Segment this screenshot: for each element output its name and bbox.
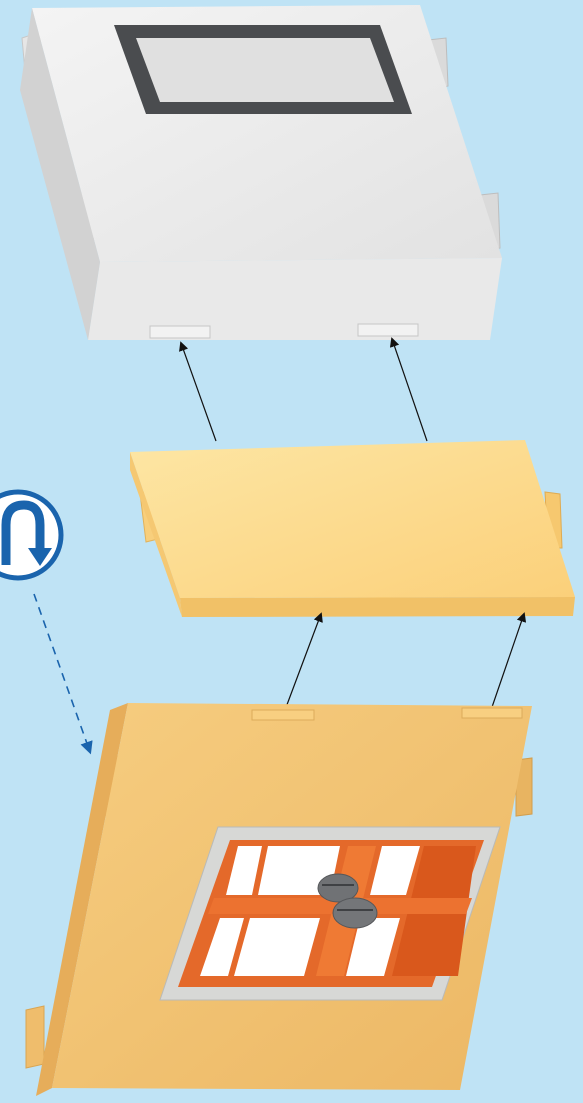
wall-panel-with-window [26, 703, 532, 1096]
wall-panel-tab-left [252, 710, 314, 720]
wall-panel-left-clip-lower [26, 1006, 44, 1068]
yellow-board-front-edge [180, 597, 575, 617]
screw-lower [333, 898, 377, 928]
yellow-middle-board [130, 440, 575, 617]
wall-panel-tab-right [462, 708, 522, 718]
rotate-dashed-arrow [34, 594, 90, 752]
arrow-to-white-tab-right [392, 339, 427, 441]
yellow-board-top-face [130, 440, 575, 598]
rotate-badge [0, 492, 61, 578]
white-panel-tab-left [150, 326, 210, 338]
white-panel-window-opening [136, 38, 394, 102]
arrow-to-white-tab-left [181, 343, 216, 441]
white-panel-tab-right [358, 324, 418, 336]
arrow-to-yellow-board-right [491, 614, 524, 710]
arrow-to-yellow-board-left [285, 614, 321, 710]
white-top-panel [20, 5, 502, 340]
